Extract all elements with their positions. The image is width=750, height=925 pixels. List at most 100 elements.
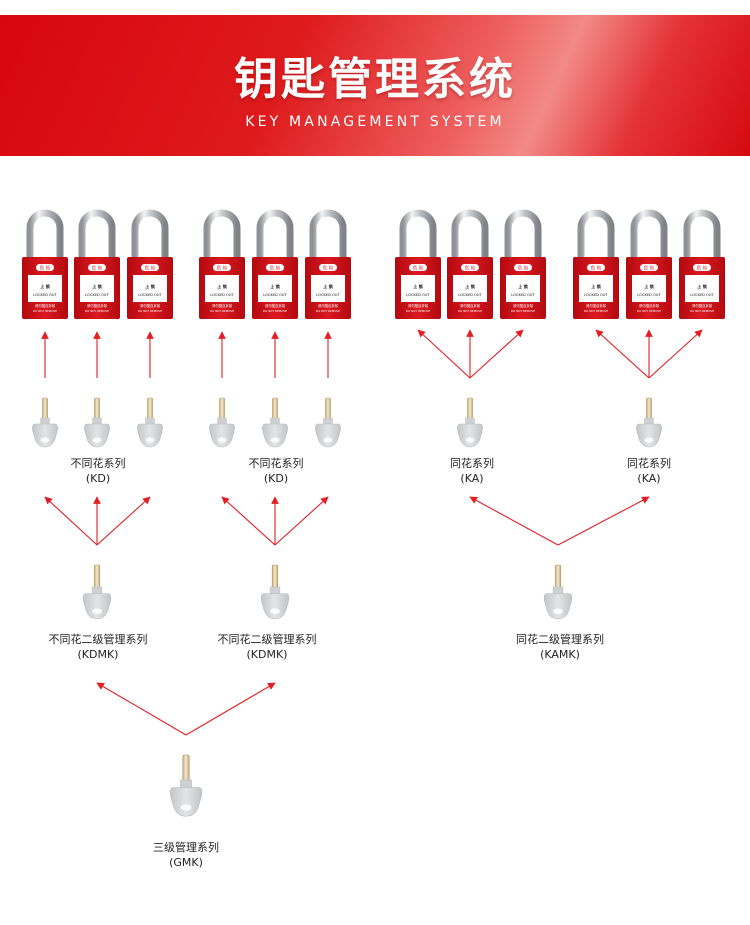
label-ka-1: 同花系列 (KA) [422, 456, 522, 486]
key-icon [169, 754, 203, 817]
padlock-warning-cn: 请勿擅自拆除 [318, 303, 339, 308]
arrow-line [469, 496, 559, 546]
key-icon [209, 397, 235, 448]
padlock-warning-cn: 请勿擅自拆除 [639, 303, 660, 308]
padlock-label-cn: 上 锁 [413, 283, 422, 289]
padlock-warning-en: DO NOT REMOVE [85, 309, 109, 313]
arrow-line [96, 496, 151, 546]
label-kd-2-code: (KD) [263, 472, 289, 485]
padlock-tag-text: 危 险 [518, 265, 529, 272]
padlock-label-en: LOCKED OUT [637, 293, 661, 297]
key-icon [137, 397, 163, 448]
padlock-label-en: LOCKED OUT [458, 293, 482, 297]
padlock-label-en: LOCKED OUT [584, 293, 608, 297]
arrow-line [595, 329, 650, 379]
label-ka-2-code: (KA) [637, 472, 661, 485]
page-subtitle: KEY MANAGEMENT SYSTEM [245, 114, 505, 130]
padlock-warning-cn: 请勿擅自拆除 [586, 303, 607, 308]
padlock-warning-en: DO NOT REMOVE [33, 309, 57, 313]
padlock-warning-en: DO NOT REMOVE [406, 309, 430, 313]
padlock-label-cn: 上 锁 [465, 283, 474, 289]
label-kamk-name: 同花二级管理系列 [516, 633, 604, 646]
padlock-warning-cn: 请勿擅自拆除 [460, 303, 481, 308]
key-icon [636, 397, 662, 448]
padlock-label-en: LOCKED OUT [690, 293, 714, 297]
label-kdmk-1-name: 不同花二级管理系列 [48, 633, 148, 646]
padlock-warning-cn: 请勿擅自拆除 [140, 303, 161, 308]
padlock-warning-en: DO NOT REMOVE [584, 309, 608, 313]
header-banner: 钥匙管理系统 KEY MANAGEMENT SYSTEM [0, 15, 750, 156]
padlock-warning-cn: 请勿擅自拆除 [212, 303, 233, 308]
arrow-line [648, 329, 703, 379]
label-ka-2-name: 同花系列 [627, 457, 671, 470]
label-kd-1-code: (KD) [85, 472, 111, 485]
label-gmk: 三级管理系列 (GMK) [136, 840, 236, 870]
padlock-tag-text: 危 险 [644, 265, 655, 272]
padlock-label-en: LOCKED OUT [316, 293, 340, 297]
padlock-tag-text: 危 险 [270, 265, 281, 272]
padlock-warning-en: DO NOT REMOVE [316, 309, 340, 313]
key-icon [262, 397, 288, 448]
key-icon [315, 397, 341, 448]
label-ka-1-name: 同花系列 [450, 457, 494, 470]
arrow-line [469, 329, 524, 379]
label-kd-2-name: 不同花系列 [248, 457, 304, 470]
padlock-warning-en: DO NOT REMOVE [138, 309, 162, 313]
padlock-label-en: LOCKED OUT [263, 293, 287, 297]
padlock-label-cn: 上 锁 [217, 283, 226, 289]
padlock-label-cn: 上 锁 [591, 283, 600, 289]
padlock-label-cn: 上 锁 [145, 283, 154, 289]
page-title: 钥匙管理系统 [234, 54, 516, 105]
label-ka-1-code: (KA) [460, 472, 484, 485]
label-kd-2: 不同花系列 (KD) [226, 456, 326, 486]
label-kamk: 同花二级管理系列 (KAMK) [495, 632, 625, 662]
label-ka-2: 同花系列 (KA) [599, 456, 699, 486]
padlock-warning-cn: 请勿擅自拆除 [408, 303, 429, 308]
padlock-label-cn: 上 锁 [644, 283, 653, 289]
padlock-tag-text: 危 险 [92, 265, 103, 272]
padlock-tag-text: 危 险 [697, 265, 708, 272]
padlock-warning-en: DO NOT REMOVE [210, 309, 234, 313]
key-icon [543, 564, 573, 620]
label-kd-1-name: 不同花系列 [70, 457, 126, 470]
padlock-warning-cn: 请勿擅自拆除 [87, 303, 108, 308]
key-layer [32, 397, 662, 817]
padlock-tag-text: 危 险 [591, 265, 602, 272]
label-kdmk-2-code: (KDMK) [246, 648, 288, 661]
padlock-warning-en: DO NOT REMOVE [690, 309, 714, 313]
arrow-line [96, 682, 187, 736]
padlock-warning-cn: 请勿擅自拆除 [35, 303, 56, 308]
label-kd-1: 不同花系列 (KD) [48, 456, 148, 486]
label-kamk-code: (KAMK) [540, 648, 580, 661]
padlock-tag-text: 危 险 [323, 265, 334, 272]
arrow-line [185, 682, 276, 736]
padlock-label-cn: 上 锁 [323, 283, 332, 289]
key-icon [457, 397, 483, 448]
arrow-line [557, 496, 650, 546]
padlock-label-en: LOCKED OUT [406, 293, 430, 297]
key-icon [84, 397, 110, 448]
key-icon [260, 564, 290, 620]
padlock-tag-text: 危 险 [145, 265, 156, 272]
label-kdmk-2-name: 不同花二级管理系列 [217, 633, 317, 646]
padlock-warning-cn: 请勿擅自拆除 [265, 303, 286, 308]
padlock-tag-text: 危 险 [465, 265, 476, 272]
padlock-label-cn: 上 锁 [518, 283, 527, 289]
padlock-label-en: LOCKED OUT [138, 293, 162, 297]
padlock-warning-en: DO NOT REMOVE [511, 309, 535, 313]
padlock-warning-en: DO NOT REMOVE [458, 309, 482, 313]
key-icon [32, 397, 58, 448]
key-icon [82, 564, 112, 620]
padlock-label-en: LOCKED OUT [33, 293, 57, 297]
